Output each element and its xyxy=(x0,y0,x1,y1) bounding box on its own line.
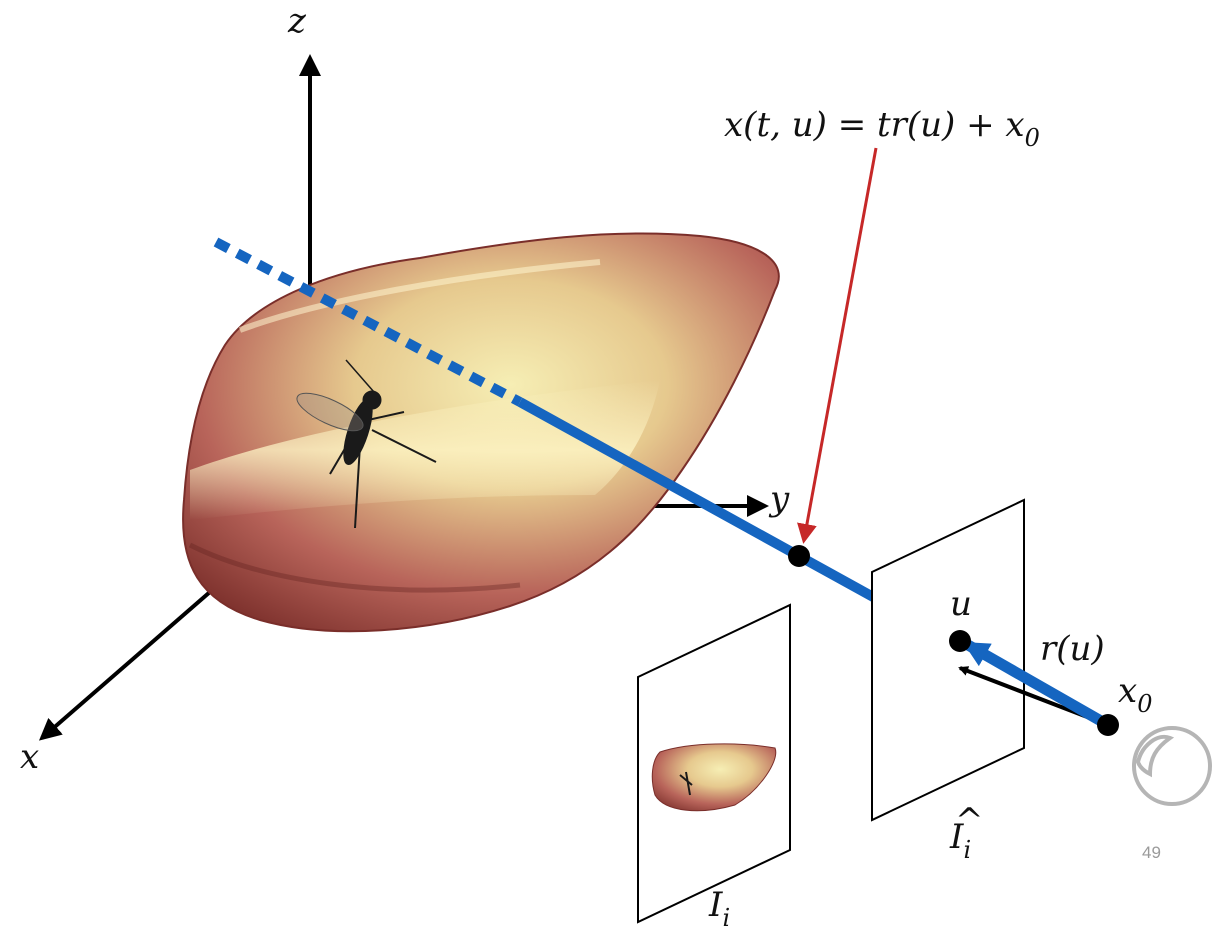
pixel-point-u xyxy=(949,630,971,652)
page-number: 49 xyxy=(1142,843,1161,862)
origin-label-sub: 0 xyxy=(1137,690,1152,718)
z-axis-label: z xyxy=(287,1,307,41)
direction-vector-r xyxy=(962,640,1111,730)
amber-object xyxy=(182,232,780,633)
ray-equation-main: x(t, u) = tr(u) + x xyxy=(724,105,1025,145)
x-axis-label: x xyxy=(20,737,39,777)
observed-image-plane xyxy=(637,603,791,924)
insect-icon xyxy=(296,359,437,529)
camera-origin-point xyxy=(1097,714,1119,736)
camera-group: u r(u) x0 xyxy=(949,584,1212,806)
y-axis-label: y xyxy=(768,479,790,519)
ray-sample-point xyxy=(788,545,810,567)
rendered-plane-label-sub: i xyxy=(963,836,971,864)
rendered-plane-label-base: I xyxy=(949,817,964,857)
ray-visible-segment xyxy=(517,397,878,603)
observed-plane-label-sub: i xyxy=(722,904,730,932)
observed-plane-label: Ii xyxy=(708,885,730,932)
rendered-plane-label: Ii xyxy=(949,817,971,864)
equation-pointer-arrow xyxy=(797,147,878,544)
origin-label: x0 xyxy=(1118,671,1152,718)
observed-plane-label-base: I xyxy=(708,885,723,925)
ray-equation-sub: 0 xyxy=(1025,124,1040,152)
camera-ray xyxy=(213,237,878,603)
ray-sample-point-group: x(t, u) = tr(u) + x0 xyxy=(724,105,1040,567)
direction-label: r(u) xyxy=(1040,629,1105,669)
amber-thumbnail-icon xyxy=(651,743,777,812)
origin-label-base: x xyxy=(1118,671,1137,711)
ray-equation: x(t, u) = tr(u) + x0 xyxy=(724,105,1040,152)
rendered-plane-label-accent: ^ xyxy=(955,801,984,841)
rendered-image-plane xyxy=(871,498,1025,822)
eye-icon xyxy=(1132,726,1212,806)
ray-hidden-segment xyxy=(213,237,523,407)
pixel-label-u: u xyxy=(950,584,972,624)
plane-labels: Ii ^ Ii xyxy=(708,801,984,932)
